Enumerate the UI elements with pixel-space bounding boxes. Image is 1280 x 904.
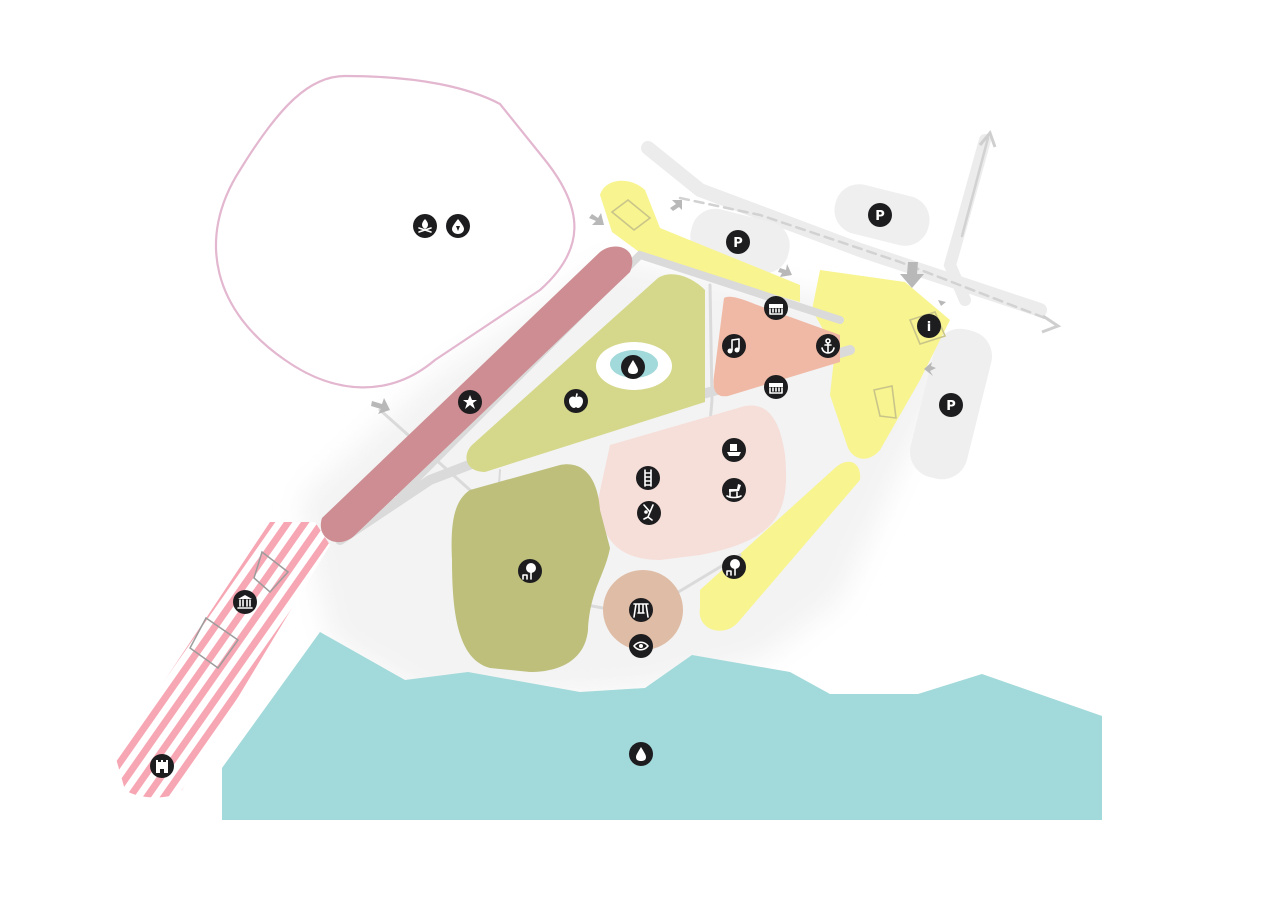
kiosk-icon[interactable] <box>764 296 788 320</box>
parking-label-2: P <box>875 209 885 224</box>
campfire-icon[interactable] <box>413 214 437 238</box>
meadow-area <box>466 274 705 472</box>
festival-area <box>713 296 840 397</box>
parking-marker-1[interactable]: P <box>726 230 750 254</box>
anchor-icon[interactable] <box>816 334 840 358</box>
lake <box>222 632 1102 820</box>
water-drop-icon[interactable] <box>446 214 470 238</box>
exit-arrow-east <box>1041 314 1062 334</box>
eye-icon[interactable] <box>629 634 653 658</box>
tree-bench-icon-2[interactable] <box>722 555 746 579</box>
parking-label-3: P <box>946 399 956 414</box>
info-label: i <box>927 320 931 335</box>
ship-icon[interactable] <box>722 438 746 462</box>
castle-icon[interactable] <box>150 754 174 778</box>
parking-label-1: P <box>733 236 743 251</box>
parking-marker-2[interactable]: P <box>868 203 892 227</box>
kiosk-icon-2[interactable] <box>764 375 788 399</box>
beach-buildings <box>189 550 290 670</box>
exit-arrow-north <box>978 130 997 148</box>
music-note-icon[interactable] <box>722 334 746 358</box>
star-icon[interactable] <box>458 390 482 414</box>
apple-icon[interactable] <box>564 389 588 413</box>
parking-marker-3[interactable]: P <box>939 393 963 417</box>
lake-water-drop-icon[interactable] <box>629 742 653 766</box>
rocking-horse-icon[interactable] <box>722 478 746 502</box>
access-zones <box>600 180 950 631</box>
camp-area-outline <box>214 74 576 389</box>
swing-icon[interactable] <box>629 598 653 622</box>
entry-arrows <box>371 200 946 414</box>
tree-bench-icon[interactable] <box>518 559 542 583</box>
road-network <box>641 134 1047 320</box>
museum-icon[interactable] <box>233 590 257 614</box>
beach-strip <box>115 522 330 798</box>
info-marker[interactable]: i <box>917 314 941 338</box>
pond-water-drop-icon[interactable] <box>621 355 645 379</box>
ladder-icon[interactable] <box>636 466 660 490</box>
zipline-icon[interactable] <box>637 501 661 525</box>
